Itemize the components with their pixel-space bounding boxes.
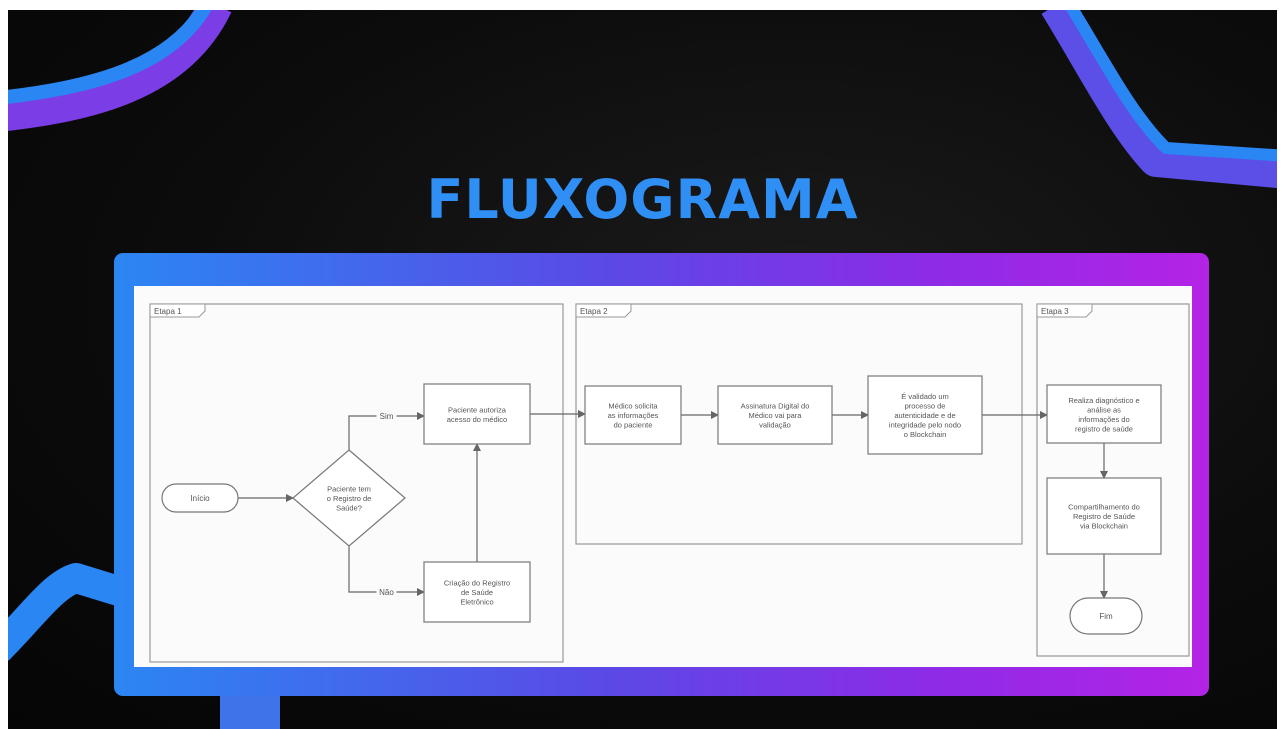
background-decorations	[8, 10, 1277, 729]
node-label-line: as informações	[608, 411, 659, 420]
node-label-line: Médico solicita	[608, 402, 658, 411]
node-label-line: autenticidade e de	[894, 411, 955, 420]
lane-title: Etapa 1	[154, 307, 182, 316]
node-label-line: Saúde?	[336, 504, 362, 513]
node-inicio: Início	[161, 483, 239, 513]
node-label-line: validação	[759, 421, 791, 430]
edge-decisao-autoriza: Sim	[348, 410, 425, 450]
lane-border	[149, 303, 564, 663]
decor-stroke-top-left-highlight	[8, 10, 212, 104]
node-label-line: acesso do médico	[447, 415, 507, 424]
lane-tab-shape	[1036, 303, 1093, 318]
node-label-line: Compartilhamento do	[1068, 503, 1140, 512]
node-label-line: Registro de Saúde	[1073, 512, 1135, 521]
lane-title: Etapa 3	[1041, 307, 1069, 316]
process-shape	[423, 383, 531, 445]
process-shape	[717, 385, 833, 445]
process-shape	[423, 561, 531, 623]
edge-label-bg	[376, 410, 397, 422]
node-label-line: Paciente tem	[327, 485, 371, 494]
decision-shape	[292, 449, 406, 547]
node-label-line: de Saúde	[461, 588, 493, 597]
lane-lane1: Etapa 1	[149, 303, 564, 663]
decor-stroke-top-left	[8, 10, 232, 131]
decor-stroke-bottom-left	[8, 563, 153, 661]
page-title: FLUXOGRAMA	[426, 168, 859, 231]
process-shape	[1046, 477, 1162, 555]
decor-stroke-top-right	[1041, 10, 1277, 189]
node-label-line: do paciente	[614, 421, 653, 430]
node-label-line: Paciente autoriza	[448, 405, 507, 414]
node-label-line: integridade pelo nodo	[889, 421, 961, 430]
node-fim: Fim	[1069, 597, 1143, 635]
node-label-line: o Blockchain	[904, 430, 947, 439]
lane-lane3: Etapa 3	[1036, 303, 1190, 657]
node-label-line: processo de	[905, 402, 946, 411]
process-shape	[1046, 384, 1162, 444]
node-label-line: informações do	[1078, 415, 1129, 424]
lane-tab-shape	[575, 303, 632, 318]
decor-stroke-top-right-highlight	[1066, 10, 1277, 162]
process-shape	[584, 385, 682, 445]
node-label-line: Assinatura Digital do	[741, 402, 810, 411]
edge-decisao-criacao: Não	[348, 546, 425, 598]
node-label-line: via Blockchain	[1080, 522, 1128, 531]
lane-tab-shape	[149, 303, 206, 318]
lane-title: Etapa 2	[580, 307, 608, 316]
lane-border	[575, 303, 1023, 545]
process-shape	[867, 375, 983, 455]
node-label-line: Realiza diagnóstico e	[1068, 396, 1139, 405]
decor-block-bottom	[220, 692, 280, 729]
terminal-shape	[161, 483, 239, 513]
node-label-line: análise as	[1087, 405, 1121, 414]
lane-lane2: Etapa 2	[575, 303, 1023, 545]
edge-label: Não	[379, 588, 394, 597]
node-label-line: Início	[190, 494, 210, 503]
edge-label-bg	[376, 586, 397, 598]
node-label-line: Fim	[1099, 612, 1113, 621]
lane-border	[1036, 303, 1190, 657]
terminal-shape	[1069, 597, 1143, 635]
edge-line	[348, 412, 425, 450]
edge-line	[348, 546, 425, 596]
node-label-line: É validado um	[901, 392, 949, 401]
edge-label: Sim	[380, 412, 394, 421]
node-label-line: Criação do Registro	[444, 579, 510, 588]
node-label-line: Eletrônico	[460, 598, 493, 607]
node-label-line: Médico vai para	[749, 411, 803, 420]
node-label-line: registro de saúde	[1075, 424, 1133, 433]
node-label-line: o Registro de	[327, 494, 372, 503]
